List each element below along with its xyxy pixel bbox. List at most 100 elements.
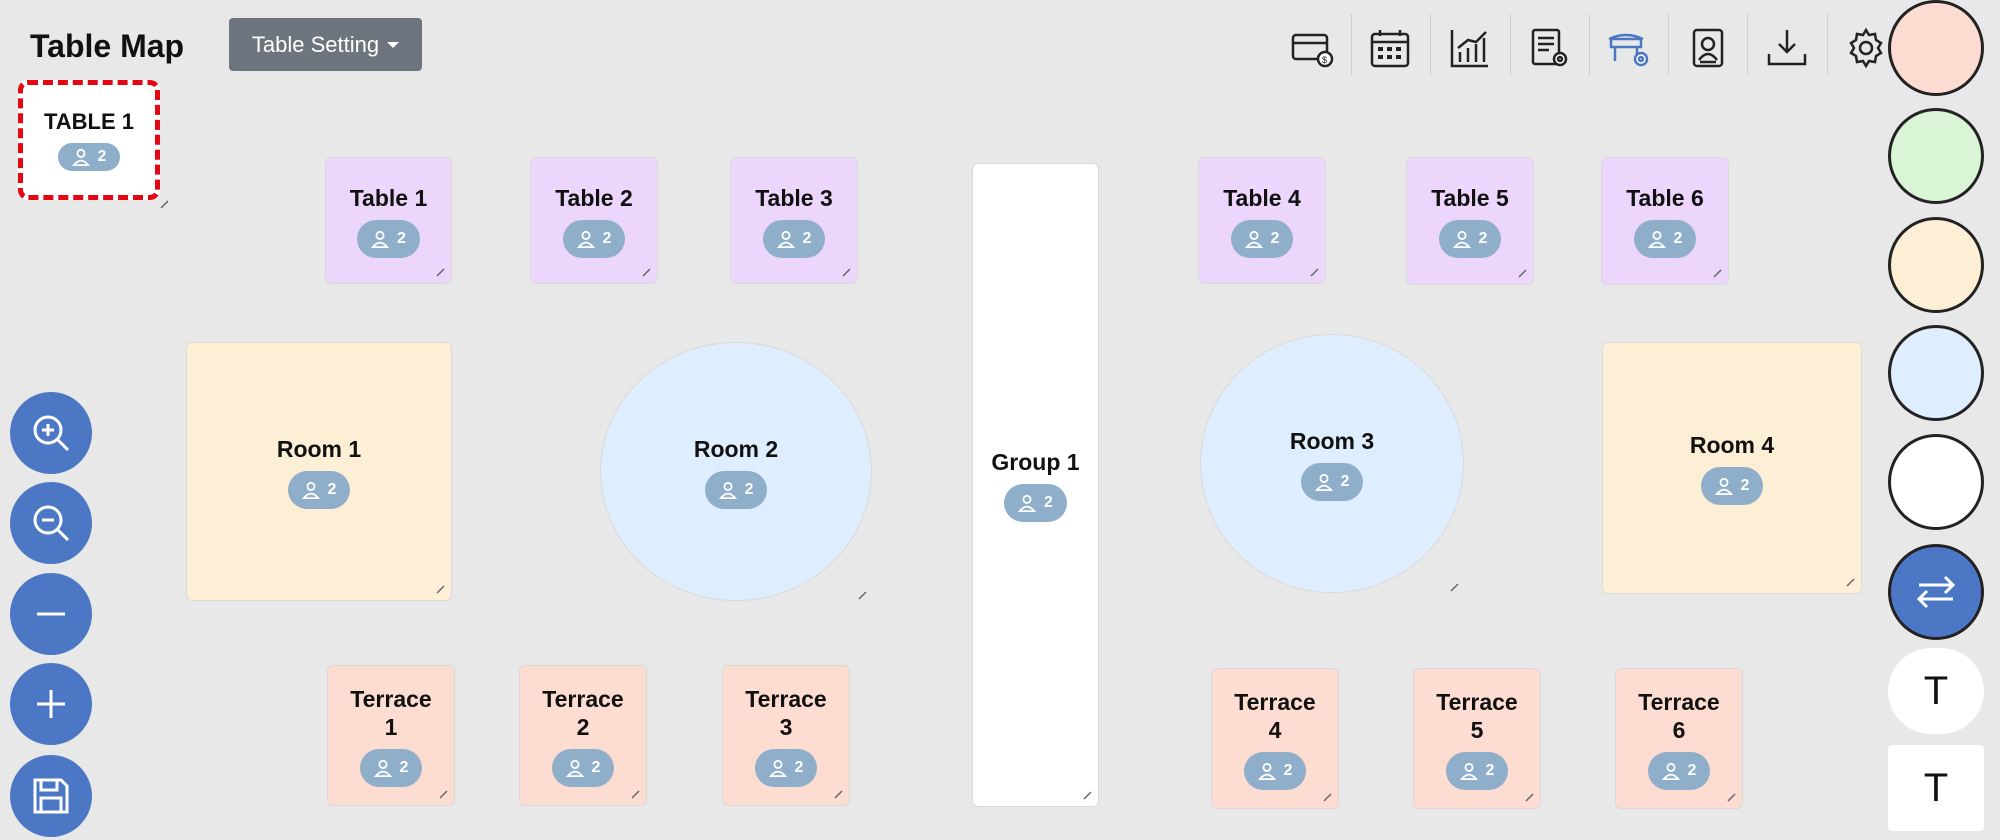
resize-handle-icon[interactable]: [1712, 268, 1722, 278]
color-swatch-blue[interactable]: [1888, 325, 1984, 421]
report-settings-icon[interactable]: [1519, 18, 1579, 78]
seat-count-badge: 2: [1300, 462, 1364, 501]
text-square-button[interactable]: T: [1888, 745, 1984, 831]
person-icon: [1714, 477, 1733, 495]
table-label: Table 5: [1431, 185, 1509, 211]
analytics-chart-icon[interactable]: [1440, 18, 1500, 78]
color-swatch-salmon[interactable]: [1888, 0, 1984, 96]
swap-button[interactable]: [1888, 544, 1984, 640]
user-contact-icon[interactable]: [1678, 18, 1738, 78]
color-swatch-white[interactable]: [1888, 434, 1984, 530]
svg-text:$: $: [1322, 55, 1327, 65]
gear-icon[interactable]: [1836, 18, 1896, 78]
room-2[interactable]: Room 2 2: [600, 342, 872, 601]
seat-count-badge: 2: [754, 748, 818, 787]
table-label: Table 6: [1626, 185, 1704, 211]
table-label: Room 2: [693, 435, 779, 462]
person-icon: [718, 481, 737, 499]
save-layout-button[interactable]: [10, 755, 92, 837]
toolbar-divider: [1827, 14, 1828, 76]
resize-handle-icon[interactable]: [1449, 582, 1459, 592]
seat-count-badge: 2: [1647, 751, 1711, 790]
resize-handle-icon[interactable]: [1309, 267, 1319, 277]
page-title: Table Map: [30, 28, 185, 64]
payment-card-icon[interactable]: $: [1282, 18, 1342, 78]
zoom-out-icon: [33, 505, 70, 542]
terrace-6[interactable]: Terrace 6 2: [1615, 668, 1743, 809]
decrease-button[interactable]: [10, 573, 92, 655]
swap-arrows-icon: [1916, 575, 1956, 609]
resize-handle-icon[interactable]: [1517, 268, 1527, 278]
seat-count: 2: [1687, 761, 1697, 779]
table-settings-icon[interactable]: [1598, 18, 1658, 78]
download-icon[interactable]: [1757, 18, 1817, 78]
seat-count-badge: 2: [357, 219, 420, 258]
color-swatch-green[interactable]: [1888, 108, 1984, 204]
seat-count-badge: 2: [1004, 484, 1067, 522]
person-icon: [1018, 494, 1037, 512]
color-swatch-cream[interactable]: [1888, 217, 1984, 313]
seat-count-badge: 2: [1700, 467, 1764, 505]
table-label: Room 1: [276, 435, 362, 462]
seat-count: 2: [399, 758, 409, 776]
resize-handle-icon[interactable]: [857, 590, 867, 600]
seat-count: 2: [794, 758, 804, 776]
text-round-button[interactable]: T: [1888, 648, 1984, 734]
toolbar-divider: [1589, 14, 1590, 76]
person-icon: [1459, 762, 1478, 780]
seat-count-badge: 2: [57, 143, 121, 171]
resize-handle-icon[interactable]: [841, 267, 851, 277]
resize-handle-icon[interactable]: [833, 789, 843, 799]
resize-handle-icon[interactable]: [435, 584, 445, 594]
calendar-icon[interactable]: [1360, 18, 1420, 78]
terrace-3[interactable]: Terrace 3 2: [722, 665, 850, 806]
table-1[interactable]: Table 1 2: [325, 157, 452, 284]
resize-handle-icon[interactable]: [1726, 792, 1736, 802]
resize-handle-icon[interactable]: [159, 199, 169, 209]
plus-icon: [37, 690, 65, 718]
person-icon: [565, 759, 584, 777]
table-label: Table 3: [755, 184, 833, 211]
seat-count: 2: [744, 480, 754, 498]
table-label: Terrace 6: [1638, 688, 1720, 743]
seat-count-badge: 2: [562, 219, 626, 258]
toolbar-divider: [1510, 14, 1511, 76]
seat-count: 2: [1340, 472, 1350, 490]
seat-count-badge: 2: [551, 748, 615, 787]
zoom-out-button[interactable]: [10, 482, 92, 564]
resize-handle-icon[interactable]: [1524, 792, 1534, 802]
table-setting-dropdown[interactable]: Table Setting: [229, 18, 422, 71]
increase-button[interactable]: [10, 663, 92, 745]
zoom-in-icon: [33, 415, 70, 452]
new-table-template[interactable]: TABLE 1 2: [18, 80, 169, 209]
seat-count: 2: [397, 229, 406, 247]
table-label: Terrace 3: [745, 685, 827, 740]
toolbar-divider: [1351, 14, 1352, 76]
zoom-in-button[interactable]: [10, 392, 92, 474]
resize-handle-icon[interactable]: [435, 267, 445, 277]
resize-handle-icon[interactable]: [438, 789, 448, 799]
resize-handle-icon[interactable]: [641, 267, 651, 277]
minus-icon: [37, 612, 65, 616]
person-icon: [371, 230, 390, 248]
resize-handle-icon[interactable]: [1082, 790, 1092, 800]
resize-handle-icon[interactable]: [1845, 577, 1855, 587]
seat-count-badge: 2: [1230, 219, 1294, 258]
resize-handle-icon[interactable]: [630, 789, 640, 799]
table-label: Table 1: [349, 184, 428, 211]
resize-handle-icon[interactable]: [1322, 792, 1332, 802]
person-icon: [373, 759, 392, 777]
